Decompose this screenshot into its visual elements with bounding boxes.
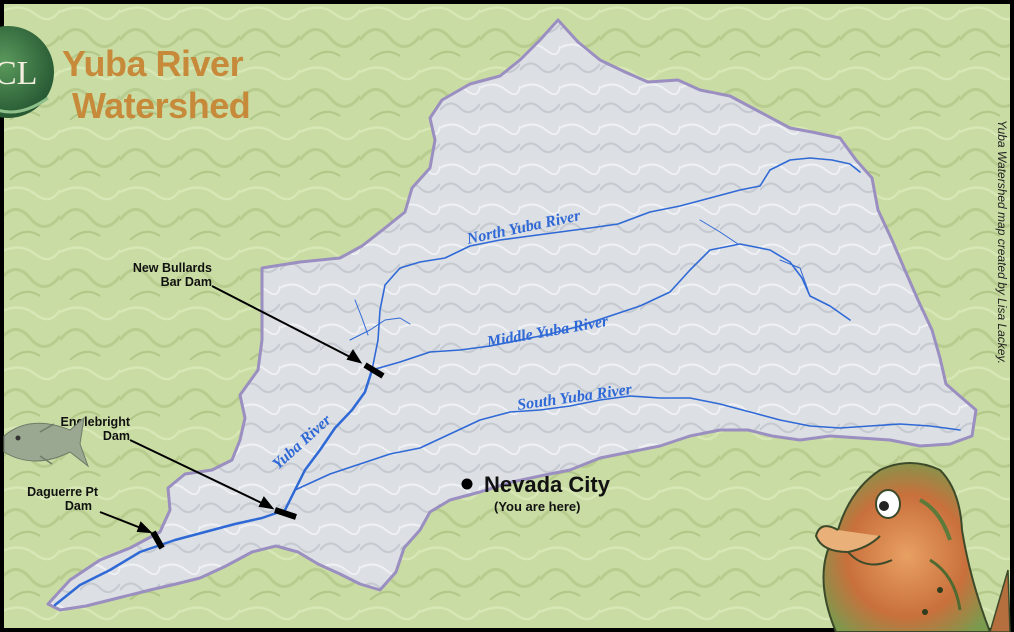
main-yuba-river bbox=[53, 368, 374, 607]
bullards-reservoir-arm bbox=[349, 317, 411, 341]
organization-logo: CL bbox=[0, 26, 54, 118]
englebright-dam-marker bbox=[274, 507, 297, 520]
salmon-mascot-icon bbox=[814, 462, 1011, 632]
city-marker bbox=[461, 478, 473, 490]
logo-globe bbox=[0, 26, 54, 118]
map-title-line1: Yuba River bbox=[62, 43, 244, 84]
south-yuba-river bbox=[294, 395, 961, 491]
middle-yuba-river bbox=[371, 243, 851, 371]
daguerre-dam-marker bbox=[150, 530, 165, 550]
bullards-dam-marker bbox=[363, 362, 385, 379]
daguerre-label-line2: Dam bbox=[65, 499, 92, 513]
dam-leaders bbox=[99, 285, 363, 534]
north-yuba-river bbox=[371, 157, 861, 371]
englebright-label-line1: Englebright bbox=[61, 415, 131, 429]
tributary bbox=[699, 219, 739, 245]
bullards-label-line2: Bar Dam bbox=[161, 275, 212, 289]
tributary bbox=[354, 299, 369, 336]
bullards-label-line1: New Bullards bbox=[133, 261, 212, 275]
logo-text: CL bbox=[0, 55, 37, 92]
map-credit: Yuba Watershed map created by Lisa Lacke… bbox=[995, 120, 1009, 364]
city-name: Nevada City bbox=[484, 472, 611, 497]
fish-icon bbox=[3, 416, 90, 468]
watershed-area bbox=[46, 18, 978, 612]
daguerre-label-line1: Daguerre Pt bbox=[27, 485, 99, 499]
englebright-label-line2: Dam bbox=[103, 429, 130, 443]
map-title-line2: Watershed bbox=[72, 85, 250, 126]
tributary bbox=[779, 259, 809, 291]
dam-markers bbox=[150, 362, 385, 550]
river-network bbox=[53, 157, 961, 607]
city-note: (You are here) bbox=[494, 499, 580, 514]
